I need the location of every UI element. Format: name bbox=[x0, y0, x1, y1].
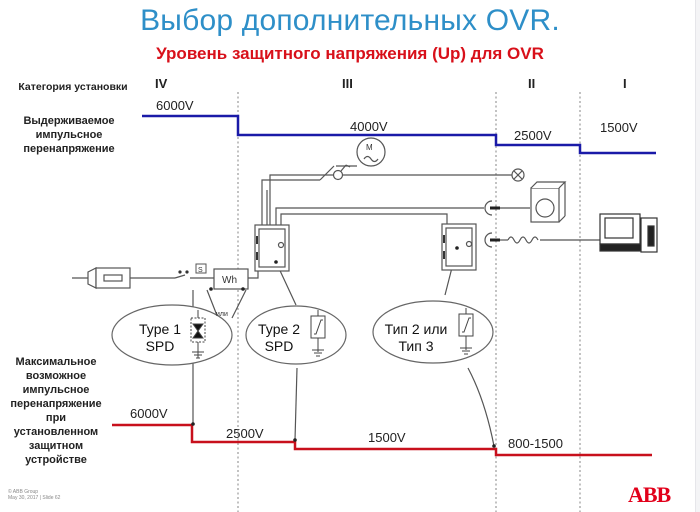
footer: © ABB Group May 30, 2017 | Slide 62 bbox=[8, 489, 60, 501]
spd1-label: Type 1 SPD bbox=[130, 321, 190, 355]
protected-voltage-iv: 6000V bbox=[130, 406, 168, 421]
max-label-line: установленном bbox=[13, 426, 99, 438]
motor-icon bbox=[356, 137, 386, 167]
withstand-voltage-iii: 4000V bbox=[350, 119, 388, 134]
spd1-spd: SPD bbox=[145, 338, 175, 354]
spd2-label: Type 2 SPD bbox=[250, 321, 308, 355]
category-i: I bbox=[623, 76, 627, 91]
varistor-icon bbox=[310, 310, 326, 357]
max-overvoltage-label: Максимальное возможное импульсное перена… bbox=[0, 355, 112, 467]
protected-voltage-iii: 2500V bbox=[226, 426, 264, 441]
category-ii: II bbox=[528, 76, 536, 91]
max-label-line: Максимальное bbox=[15, 356, 97, 368]
window-edge bbox=[695, 0, 700, 512]
category-iv: IV bbox=[155, 76, 168, 91]
footer-copyright: © ABB Group bbox=[8, 489, 39, 495]
protected-voltage-i: 800-1500 bbox=[508, 436, 563, 451]
max-label-line: при bbox=[45, 412, 67, 424]
slide-title: Выбор дополнительных OVR. bbox=[140, 4, 560, 37]
cable-coil bbox=[507, 236, 539, 244]
washing-machine-icon bbox=[530, 181, 567, 223]
socket-icon bbox=[484, 232, 539, 248]
varistor-icon bbox=[458, 308, 474, 355]
meter-label: Wh bbox=[222, 275, 237, 286]
surge-arrester-icon bbox=[190, 310, 206, 359]
max-label-line: перенапряжение bbox=[10, 398, 102, 410]
withstand-voltage-iv: 6000V bbox=[156, 98, 194, 113]
installation-category-label: Категория установки bbox=[18, 81, 128, 93]
withstand-voltage-line bbox=[142, 114, 656, 155]
protected-voltage-ii: 1500V bbox=[368, 430, 406, 445]
breaker-icon bbox=[178, 263, 207, 274]
max-label-line: возможное bbox=[25, 370, 87, 382]
motor-label: M bbox=[366, 143, 373, 152]
spd2-type: Type 2 bbox=[257, 321, 301, 337]
or-label: или bbox=[216, 311, 228, 318]
socket-icon bbox=[484, 200, 500, 216]
withstand-label-line: Выдерживаемое bbox=[23, 115, 115, 127]
spd3-type: Тип 2 или bbox=[384, 321, 448, 337]
withstand-label-line: импульсное bbox=[35, 129, 103, 141]
slide-subtitle: Уровень защитного напряжения (Up) для OV… bbox=[156, 44, 544, 63]
spd2-spd: SPD bbox=[264, 338, 294, 354]
max-label-line: устройстве bbox=[25, 454, 87, 466]
fuse-icon bbox=[87, 267, 131, 289]
switch-icon bbox=[332, 164, 351, 181]
withstand-label-line: перенапряжение bbox=[23, 143, 115, 155]
max-label-line: защитном bbox=[28, 440, 84, 452]
abb-logo: ABB bbox=[628, 482, 671, 507]
breaker-label: S bbox=[198, 267, 203, 274]
spd3-label: Тип 2 или Тип 3 bbox=[376, 321, 456, 355]
cabinet-icon bbox=[441, 223, 477, 271]
footer-slide-info: May 30, 2017 | Slide 62 bbox=[8, 495, 61, 501]
spd3-type-alt: Тип 3 bbox=[398, 338, 434, 354]
protected-voltage-line bbox=[112, 423, 652, 457]
meter-icon bbox=[213, 268, 249, 290]
computer-icon bbox=[599, 213, 658, 253]
withstand-voltage-ii: 2500V bbox=[514, 128, 552, 143]
withstand-voltage-i: 1500V bbox=[600, 120, 638, 135]
category-iii: III bbox=[342, 76, 353, 91]
cabinet-icon bbox=[254, 224, 290, 272]
max-label-line: импульсное bbox=[22, 384, 90, 396]
spd1-type: Type 1 bbox=[138, 321, 182, 337]
withstand-voltage-label: Выдерживаемое импульсное перенапряжение bbox=[4, 114, 134, 156]
lamp-icon bbox=[511, 168, 525, 182]
